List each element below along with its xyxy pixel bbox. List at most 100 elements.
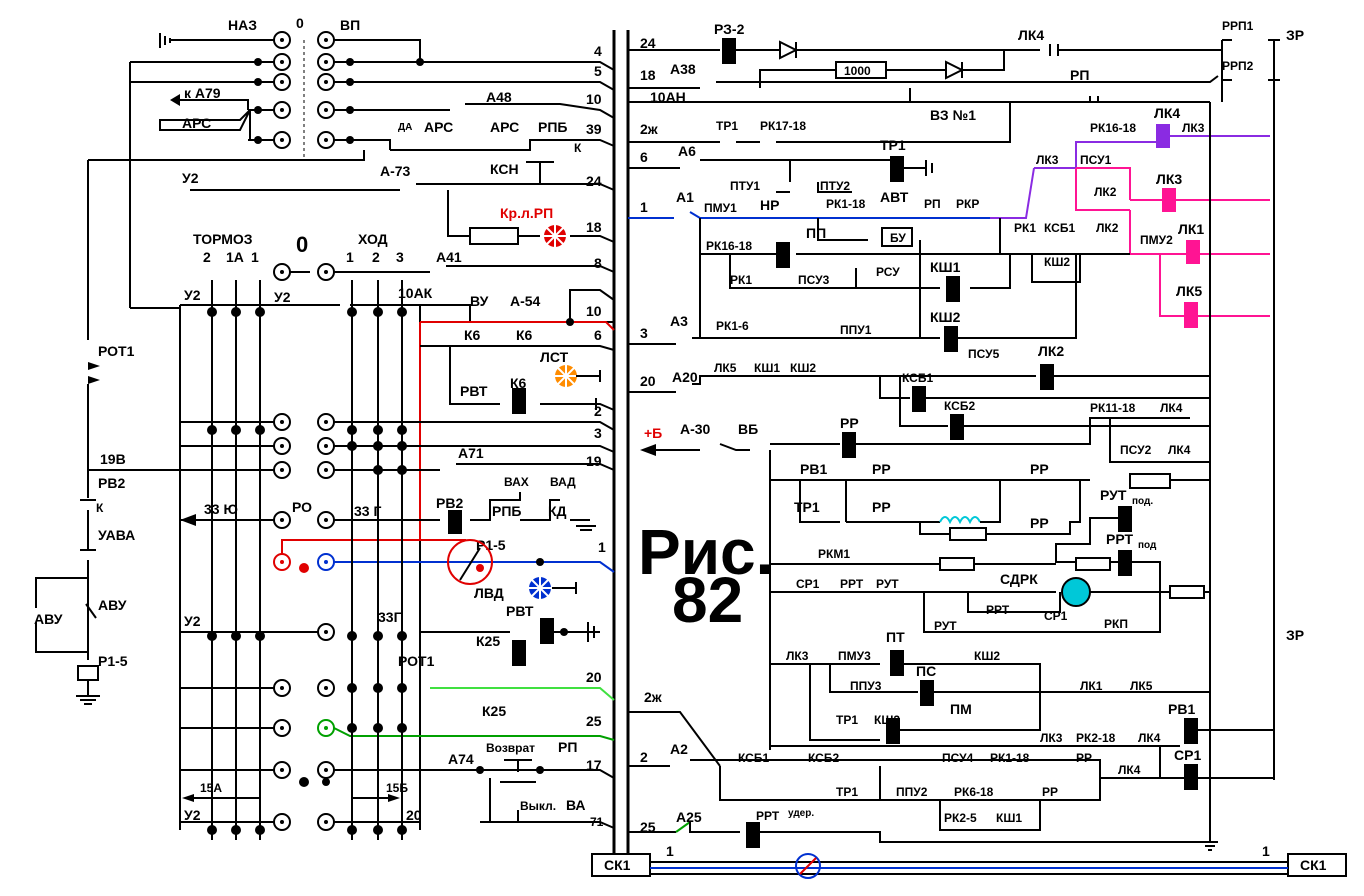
svg-text:КШ1: КШ1 <box>754 361 780 375</box>
svg-text:ПСУ1: ПСУ1 <box>1080 153 1112 167</box>
a71-label: А71 <box>458 445 484 461</box>
svg-text:РРП1: РРП1 <box>1222 19 1254 33</box>
svg-text:ПСУ3: ПСУ3 <box>798 273 830 287</box>
svg-text:РК17-18: РК17-18 <box>760 119 806 133</box>
svg-text:10АН: 10АН <box>650 89 686 105</box>
ars-left-label: АРС <box>182 115 211 131</box>
rv2-mid-label: РВ2 <box>436 495 463 511</box>
svg-text:18: 18 <box>640 67 656 83</box>
va-label: ВА <box>566 797 586 813</box>
junction-dots <box>207 58 574 835</box>
svg-text:А1: А1 <box>676 189 694 205</box>
svg-text:ТР1: ТР1 <box>836 785 858 799</box>
svg-text:6: 6 <box>640 149 648 165</box>
svg-text:ВБ: ВБ <box>738 421 758 437</box>
bus-wire-labels: 4 5 10 39 24 18 8 10 6 2 3 19 1 20 25 17… <box>586 43 606 829</box>
svg-text:ППУ1: ППУ1 <box>840 323 872 337</box>
figure-number: 82 <box>672 564 743 636</box>
svg-text:+Б: +Б <box>644 425 662 441</box>
svg-text:А20: А20 <box>672 369 698 385</box>
svg-text:ЛК3: ЛК3 <box>1156 171 1182 187</box>
wire-33yu-arrow <box>180 514 196 526</box>
a73-label: А-73 <box>380 163 411 179</box>
svg-text:удер.: удер. <box>788 808 814 819</box>
svg-text:ЛК2: ЛК2 <box>1096 221 1119 235</box>
svg-text:25: 25 <box>640 819 656 835</box>
avu-right-label: АВУ <box>98 597 127 613</box>
svg-text:ВЗ №1: ВЗ №1 <box>930 107 976 123</box>
rpb-k-label: К <box>574 141 582 155</box>
svg-text:ЛК5: ЛК5 <box>714 361 737 375</box>
svg-text:ЛК5: ЛК5 <box>1130 679 1153 693</box>
svg-text:3: 3 <box>594 425 602 441</box>
svg-text:ПТУ1: ПТУ1 <box>730 179 760 193</box>
brake-label: ТОРМОЗ <box>193 231 253 247</box>
svg-text:РКР: РКР <box>956 197 979 211</box>
svg-text:ЛК4: ЛК4 <box>1118 763 1141 777</box>
svg-text:КШ2: КШ2 <box>874 713 900 727</box>
svg-text:20: 20 <box>586 669 602 685</box>
svg-text:КСБ2: КСБ2 <box>808 751 839 765</box>
svg-text:24: 24 <box>640 35 656 51</box>
svg-text:ЛК4: ЛК4 <box>1168 443 1191 457</box>
svg-text:4: 4 <box>594 43 602 59</box>
svg-text:6: 6 <box>594 327 602 343</box>
kd-label: КД <box>548 503 567 519</box>
svg-text:НР: НР <box>760 197 779 213</box>
svg-text:РКП: РКП <box>1104 617 1128 631</box>
svg-text:РК1: РК1 <box>730 273 752 287</box>
brake-pos-1: 1 <box>251 249 259 265</box>
k6-label-a: К6 <box>464 327 481 343</box>
svg-text:17: 17 <box>586 757 602 773</box>
svg-text:РК2-5: РК2-5 <box>944 811 977 825</box>
rpb-label: РПБ <box>538 119 567 135</box>
sk1-wire1-right: 1 <box>1262 843 1270 859</box>
ksn-label: КСН <box>490 161 519 177</box>
figure-title: Рис. <box>638 516 773 588</box>
brake-pos-2: 2 <box>203 249 211 265</box>
svg-text:СР1: СР1 <box>1044 609 1068 623</box>
right-wires <box>628 38 1280 851</box>
svg-text:8: 8 <box>594 255 602 271</box>
rot1-left-label: РОТ1 <box>98 343 135 359</box>
u2-label-1: У2 <box>184 287 201 303</box>
svg-text:3: 3 <box>640 325 648 341</box>
ars-mid-label-2: АРС <box>490 119 519 135</box>
svg-text:КСБ2: КСБ2 <box>944 399 975 413</box>
sk1-left-label: СК1 <box>604 857 631 873</box>
svg-text:2ж: 2ж <box>640 121 659 137</box>
wire-15b-arrow <box>388 794 400 802</box>
svg-text:ПМУ3: ПМУ3 <box>838 649 871 663</box>
svg-text:ПТУ2: ПТУ2 <box>820 179 850 193</box>
svg-text:1: 1 <box>640 199 648 215</box>
k25b-label: К25 <box>482 703 506 719</box>
svg-text:РР: РР <box>1042 785 1058 799</box>
svg-text:РК1-18: РК1-18 <box>826 197 866 211</box>
svg-text:10: 10 <box>586 303 602 319</box>
wire-19v-label: 19В <box>100 451 126 467</box>
mid-zero: 0 <box>296 232 308 257</box>
svg-text:РЗ-2: РЗ-2 <box>714 21 745 37</box>
a41-label: А41 <box>436 249 462 265</box>
svg-text:РКМ1: РКМ1 <box>818 547 850 561</box>
mid-components <box>447 222 601 823</box>
svg-text:1: 1 <box>598 539 606 555</box>
svg-text:1000: 1000 <box>844 64 871 78</box>
svg-text:КСБ1: КСБ1 <box>1044 221 1075 235</box>
svg-text:5: 5 <box>594 63 602 79</box>
svg-text:ТР1: ТР1 <box>880 137 906 153</box>
svg-text:ЗР: ЗР <box>1286 27 1304 43</box>
ars-arrows <box>159 94 251 140</box>
lvd-label: ЛВД <box>474 585 504 601</box>
svg-text:РСУ: РСУ <box>876 265 900 279</box>
svg-text:РК1: РК1 <box>1014 221 1036 235</box>
right-labels: 24 18 10АН 2ж 6 1 3 20 +Б 2ж 2 25 РЗ-2 1… <box>640 19 1304 835</box>
rvt2-label: РВТ <box>506 603 534 619</box>
svg-text:А25: А25 <box>676 809 702 825</box>
wire-15a-arrow <box>182 794 194 802</box>
svg-text:РП: РП <box>1070 67 1089 83</box>
blue-wire-left <box>334 561 615 573</box>
wire-33g2-label: 33Г <box>378 609 402 625</box>
svg-text:А38: А38 <box>670 61 696 77</box>
